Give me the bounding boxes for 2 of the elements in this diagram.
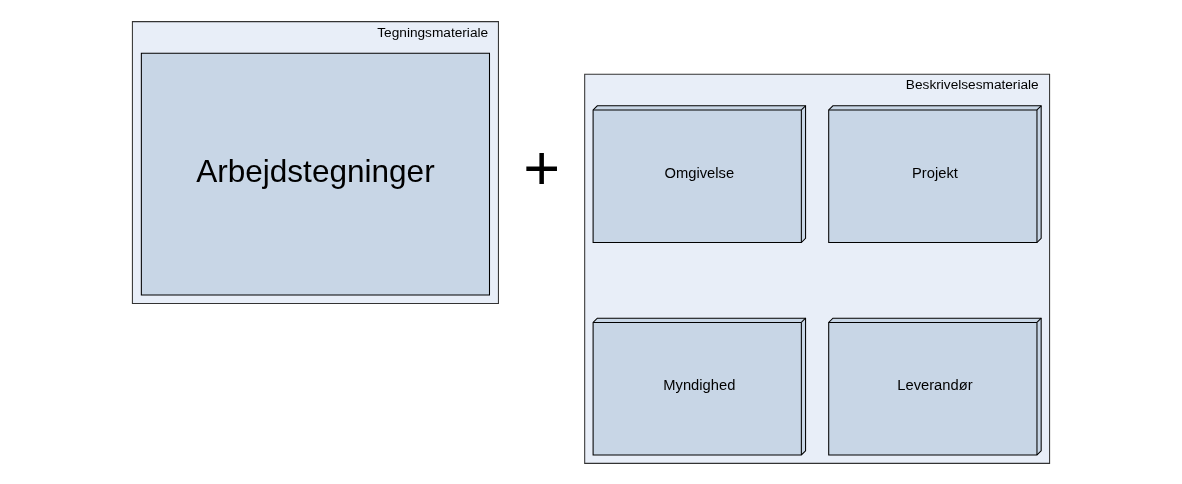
node-box: Arbejdstegninger: [140, 52, 491, 296]
label: +: [523, 132, 560, 203]
